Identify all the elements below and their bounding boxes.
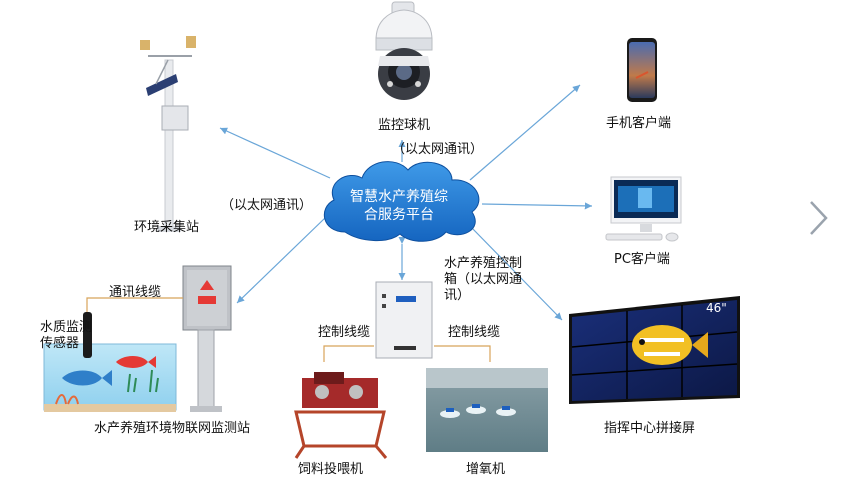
- env-station-label: 环境采集站: [134, 220, 200, 235]
- control-box-icon: [375, 281, 433, 359]
- aerator-label: 增氧机: [466, 462, 506, 477]
- control-cable-right-line: [434, 345, 491, 362]
- comm-cable-line: [86, 297, 183, 314]
- ptz-camera-icon: [375, 1, 433, 100]
- chevron-right-icon: [810, 201, 828, 235]
- feeder-label: 饲料投喂机: [298, 462, 364, 477]
- pc-monitor-icon: [605, 176, 682, 242]
- control-cable-left-label: 控制线缆: [318, 325, 371, 340]
- env-station-icon: [140, 36, 196, 232]
- arrow-to-env-station: [219, 127, 331, 179]
- control-cabinet-icon: [182, 265, 232, 412]
- phone-label: 手机客户端: [606, 116, 672, 131]
- next-button[interactable]: [806, 196, 832, 240]
- comm-cable-label: 通讯线缆: [109, 285, 162, 300]
- connection-arrows: [219, 84, 593, 321]
- control-box-label: 水产养殖控制箱（以太网通讯）: [444, 256, 523, 303]
- video-wall-icon: [569, 296, 740, 404]
- control-cable-left-line: [323, 345, 374, 362]
- cloud-icon: [323, 161, 480, 242]
- video-wall-label: 指挥中心拼接屏: [604, 421, 696, 436]
- pc-label: PC客户端: [614, 252, 670, 267]
- sensor-label: 水质监测传感器: [40, 320, 93, 351]
- camera-label: 监控球机: [378, 118, 431, 133]
- arrow-to-monitor-station: [236, 217, 326, 304]
- arrow-to-video-wall: [469, 225, 563, 321]
- ethernet-top-label: （以太网通讯）: [392, 142, 484, 157]
- fish-tank-icon: [43, 312, 177, 412]
- arrow-to-phone: [469, 84, 581, 181]
- phone-icon: [627, 38, 657, 102]
- monitor-station-label: 水产养殖环境物联网监测站: [94, 421, 251, 436]
- platform-label: 智慧水产养殖综 合服务平台: [350, 189, 448, 223]
- feeder-icon: [294, 372, 388, 459]
- video-wall-size-label: 46": [706, 301, 727, 315]
- control-cable-right-label: 控制线缆: [448, 325, 501, 340]
- ethernet-left-label: （以太网通讯）: [221, 198, 313, 213]
- aerator-icon: [426, 368, 548, 452]
- arrow-to-pc: [481, 202, 593, 210]
